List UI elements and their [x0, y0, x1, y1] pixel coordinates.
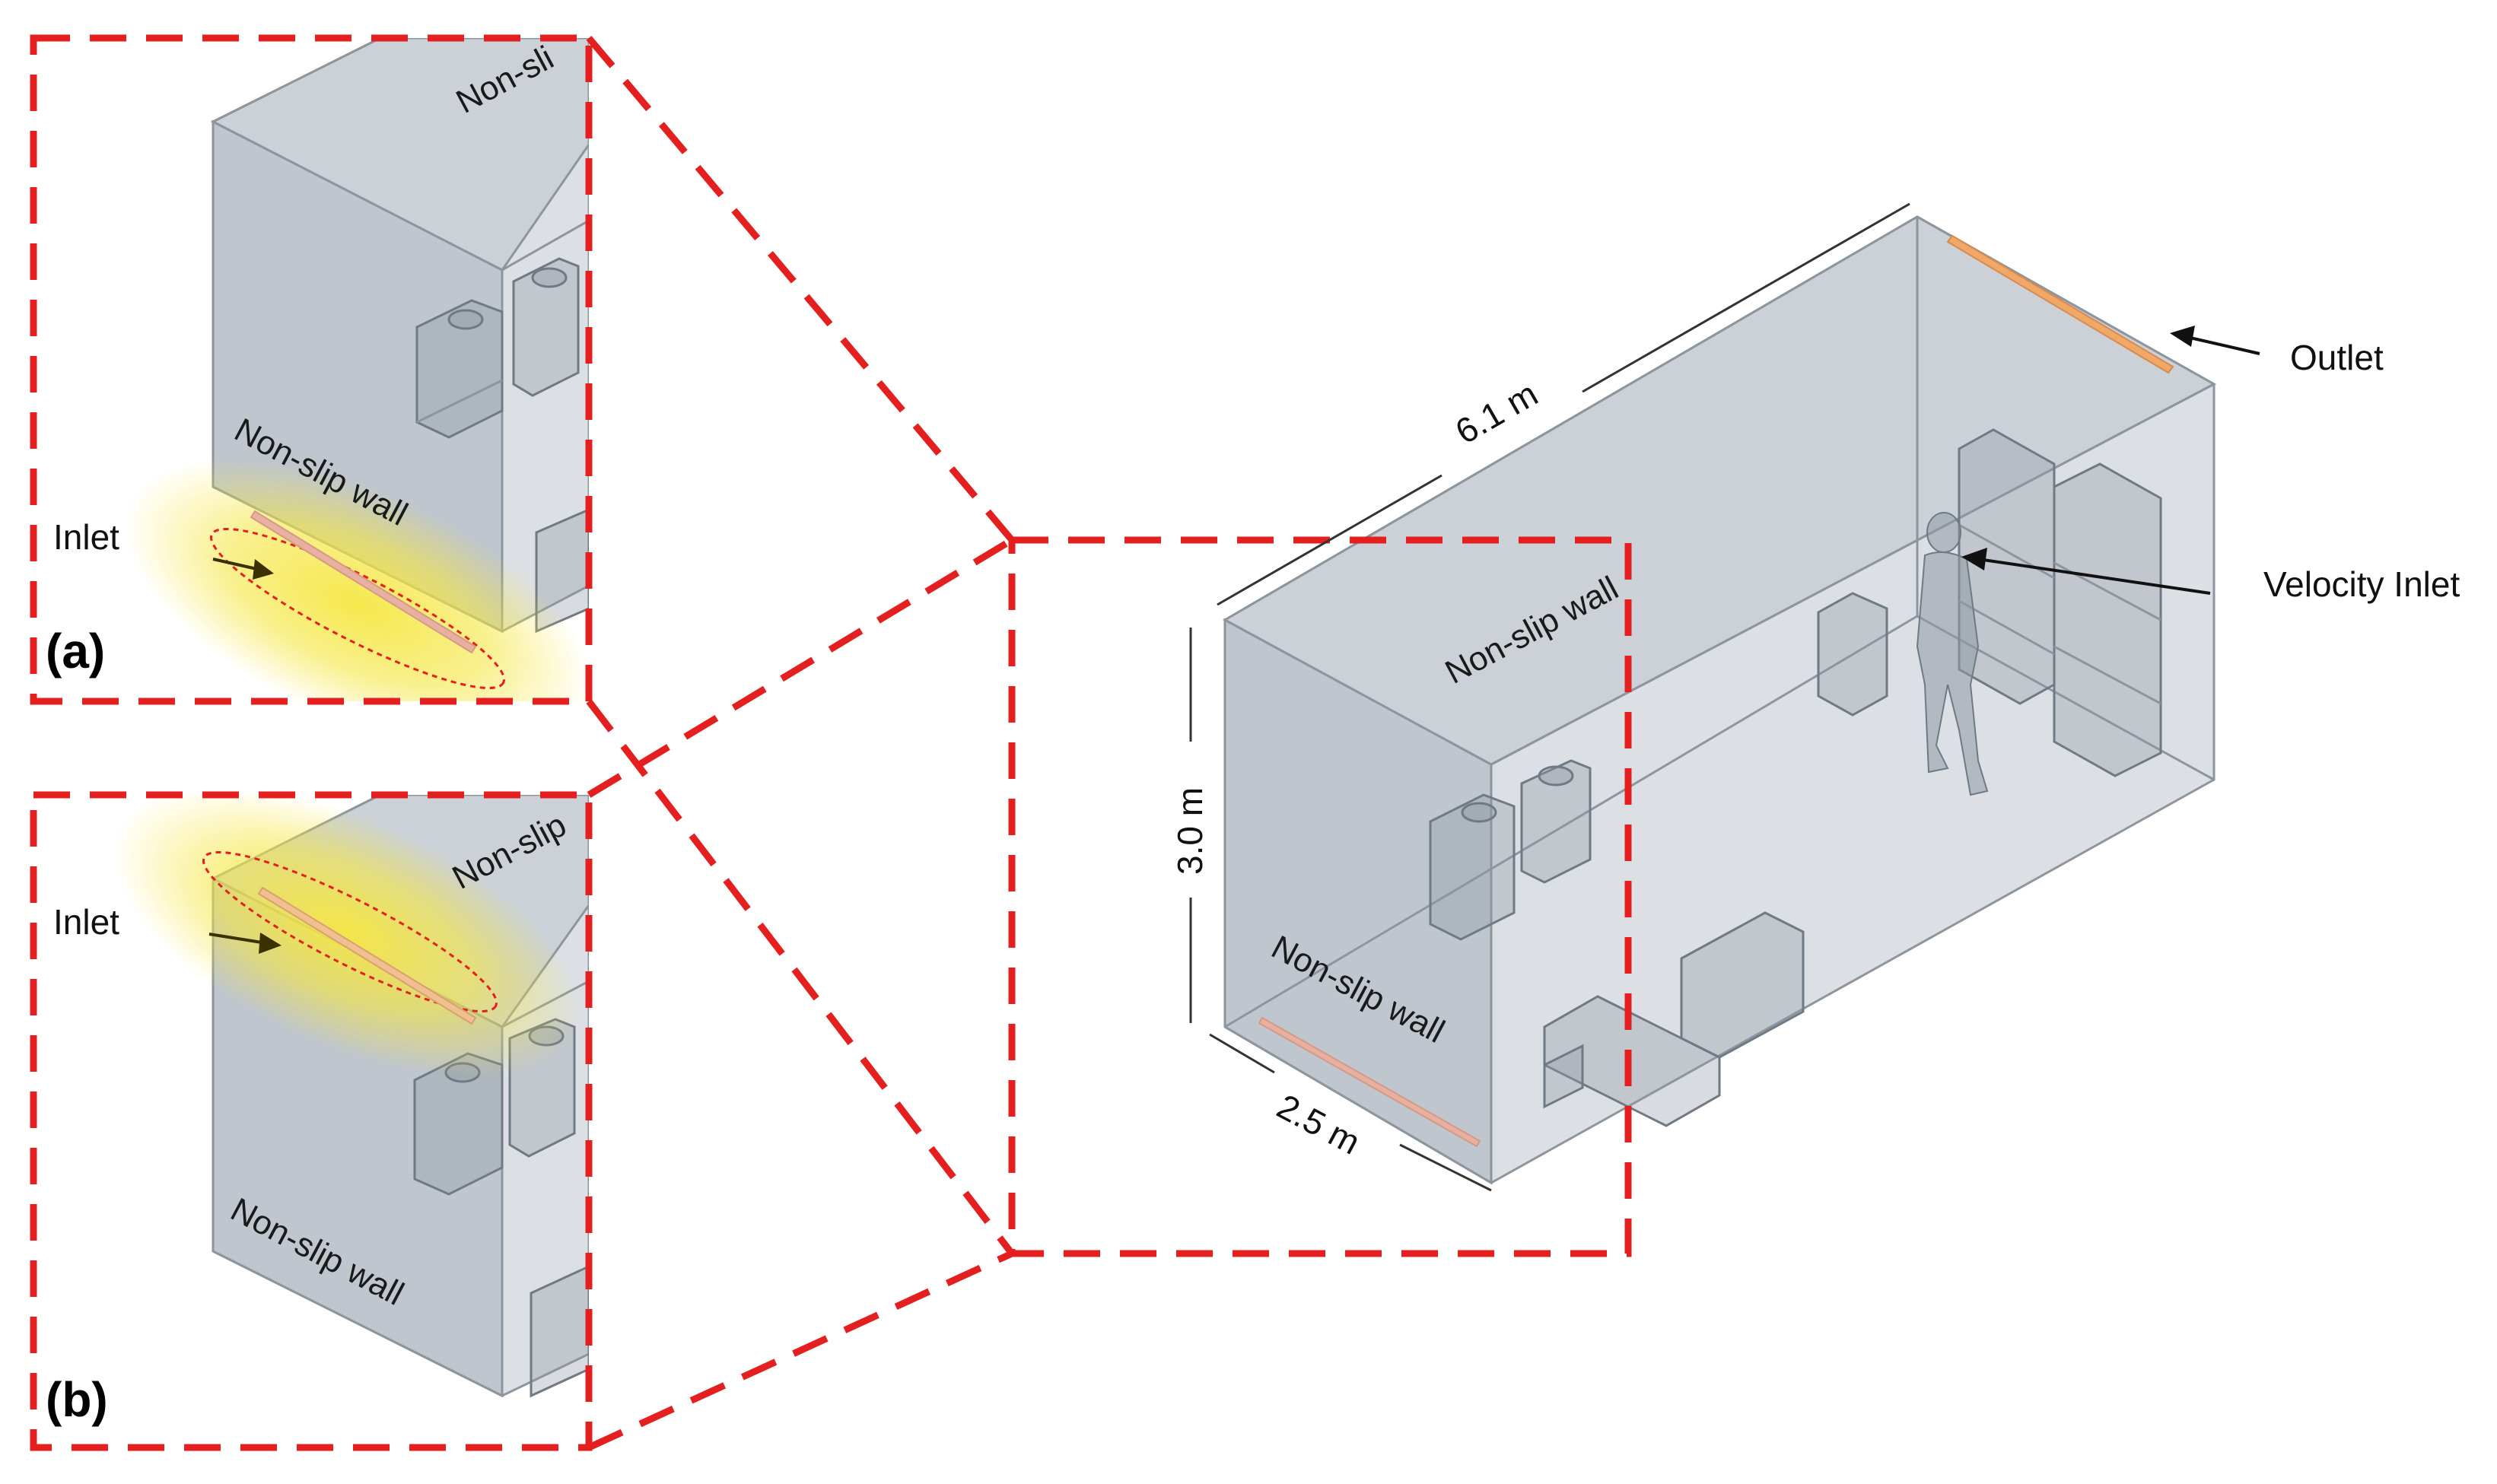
panel-a-cabinet	[415, 257, 580, 439]
main-room: Non-slip wall Non-slip wall	[1008, 215, 2217, 1257]
outlet-label: Outlet	[2290, 338, 2384, 377]
room-shelves	[1958, 428, 2162, 777]
panel-a-inlet-highlight	[209, 527, 506, 690]
panel-b-desk	[530, 1265, 589, 1398]
panel-b-inlet-strip	[257, 886, 477, 1025]
velocity-inlet-callout: Velocity Inlet	[1961, 548, 2460, 604]
velocity-inlet-label: Velocity Inlet	[2263, 564, 2460, 604]
panel-b: Non-slip Non-slip wall	[112, 795, 589, 1398]
panel-a-ceiling	[210, 38, 589, 272]
zoom-connector-lines	[586, 36, 1015, 1451]
panel-b-inlet-highlight	[202, 850, 498, 1013]
panel-a-label: (a)	[46, 624, 105, 678]
outlet-strip	[1946, 234, 2174, 374]
dimension-height: 3.0 m	[1170, 628, 1210, 1023]
dimension-height-label: 3.0 m	[1170, 787, 1210, 875]
outlet-callout: Outlet	[2170, 326, 2384, 377]
human-manikin	[1916, 512, 1989, 796]
panel-a-callout-frame	[30, 34, 593, 705]
room-callout-frame	[1008, 536, 1632, 1257]
panel-b-callout-frame	[30, 791, 593, 1451]
panel-b-label: (b)	[46, 1372, 108, 1427]
panel-b-inlet-label: Inlet	[53, 902, 119, 942]
floor-inlet-strip	[1258, 1016, 1481, 1148]
panel-b-inlet-arrow	[208, 933, 267, 945]
dimension-length-label: 6.1 m	[1449, 373, 1544, 452]
panel-b-inlet-glow	[112, 795, 581, 1078]
room-cabinet-front	[1429, 759, 1592, 941]
panel-a: Non-sli Non-slip wall	[123, 38, 589, 701]
panel-a-inlet-strip	[250, 510, 477, 654]
room-box-mid	[1817, 592, 1888, 717]
room-desk	[1543, 911, 1805, 1127]
panel-a-inlet-label: Inlet	[53, 517, 119, 557]
panel-a-inlet-glow	[123, 459, 589, 701]
